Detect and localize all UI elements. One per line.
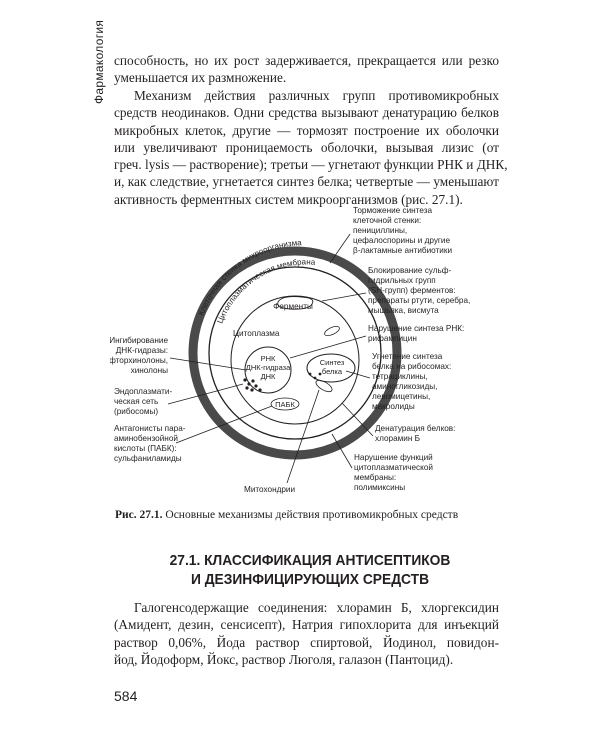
svg-text:β-лактамные антибиотики: β-лактамные антибиотики [353, 246, 452, 255]
section-heading: 27.1. КЛАССИФИКАЦИЯ АНТИСЕПТИКОВ И ДЕЗИН… [126, 551, 494, 589]
label-ribosome-synth: Угнетение синтеза белка на рибосомах: те… [372, 352, 451, 411]
cytoplasm-circle [230, 295, 360, 425]
label-membrane: Нарушение функций цитоплазматической мем… [354, 453, 433, 492]
nucleus-label-dna: ДНК [261, 372, 276, 381]
svg-text:тетрациклины,: тетрациклины, [372, 372, 428, 381]
nucleus-label-rna: РНК [261, 354, 276, 363]
svg-text:мышьяка, висмута: мышьяка, висмута [368, 306, 439, 315]
svg-text:хинолоны: хинолоны [131, 366, 169, 375]
svg-text:Блокирование сульф-: Блокирование сульф- [368, 266, 451, 275]
label-sh-block: Блокирование сульф- гидрильных групп (SH… [368, 266, 470, 315]
label-cell-wall-synth: Торможение синтеза клеточной стенки: пен… [353, 206, 452, 255]
heading-line: И ДЕЗИНФИЦИРУЮЩИХ СРЕДСТВ [190, 571, 430, 588]
svg-text:(рибосомы): (рибосомы) [114, 407, 158, 416]
cell-wall-ring [188, 246, 402, 460]
svg-text:аминогликозиды,: аминогликозиды, [372, 382, 437, 391]
figure-caption: Рис. 27.1. Основные механизмы действия п… [115, 509, 515, 521]
text-line: Механизм действия различных групп против… [134, 88, 499, 103]
paragraph-2: Механизм действия различных групп против… [114, 87, 508, 208]
svg-text:аминобензойной: аминобензойной [114, 434, 178, 443]
text-line: йод, Йодоформ, Йокс, раствор Люголя, гал… [114, 651, 454, 667]
paba-label: ПАБК [275, 400, 295, 409]
text-line: активность ферментных систем микрооргани… [114, 191, 463, 207]
svg-text:белка на рибосомах:: белка на рибосомах: [372, 362, 451, 371]
cytoplasmic-membrane [208, 266, 382, 440]
svg-text:цитоплазматической: цитоплазматической [354, 463, 433, 472]
heading-line: 27.1. КЛАССИФИКАЦИЯ АНТИСЕПТИКОВ [169, 552, 451, 569]
svg-text:Ингибирование: Ингибирование [110, 336, 168, 345]
text-line: или увеличивают проницаемость оболочки, … [114, 139, 499, 155]
svg-text:ДНК-гидразы:: ДНК-гидразы: [116, 346, 168, 355]
page-number: 584 [114, 688, 138, 704]
mitochondria-shape [324, 325, 340, 337]
text-line: уменьшается их размножение. [114, 70, 287, 86]
text-line: микробных клеток, другие — тормозят пост… [114, 122, 499, 138]
nucleus-label-gyrase: ДНК-гидраза [246, 363, 291, 372]
enzymes-label: Ферменты [273, 302, 313, 311]
svg-text:цефалоспорины и другие: цефалоспорины и другие [353, 236, 450, 245]
label-er: Эндоплазмати- ческая сеть (рибосомы) [114, 387, 172, 416]
svg-text:(SH-групп) ферментов:: (SH-групп) ферментов: [368, 286, 456, 295]
paragraph-1: способность, но их рост задерживается, п… [114, 52, 499, 87]
svg-text:сульфаниламиды: сульфаниламиды [114, 454, 182, 463]
text-line: способность, но их рост задерживается, п… [114, 53, 499, 68]
svg-text:мембраны:: мембраны: [354, 473, 396, 482]
text-line: раствор 0,06%, Йода раствор спиртовой, Й… [114, 634, 499, 650]
enzymes-blob [277, 296, 314, 310]
protein-synth-label-2: белка [322, 367, 343, 376]
label-rna-synth: Нарушение синтеза РНК: рифампицин [368, 324, 464, 343]
caption-text: Основные механизмы действия противомикро… [165, 509, 459, 521]
svg-text:хлорамин Б: хлорамин Б [375, 434, 420, 443]
text-line: Галогенсодержащие соединения: хлорамин Б… [134, 600, 499, 615]
svg-text:Денатурация белков:: Денатурация белков: [375, 424, 455, 433]
svg-text:гидрильных групп: гидрильных групп [368, 276, 436, 285]
svg-text:фторхинолоны,: фторхинолоны, [110, 356, 168, 365]
svg-text:ческая сеть: ческая сеть [114, 397, 158, 406]
section-side-tab: Фармакология [92, 19, 106, 104]
svg-text:левомицетины,: левомицетины, [372, 392, 430, 401]
text-line: (Амидент, дезин, сенсисепт), Натрия гипо… [114, 617, 499, 633]
svg-text:Нарушение синтеза РНК:: Нарушение синтеза РНК: [368, 324, 464, 333]
protein-synth-label-1: Синтез [320, 358, 345, 367]
cytoplasm-label: Цитоплазма [233, 329, 280, 338]
label-paba: Антагонисты пара- аминобензойной кислоты… [114, 424, 186, 463]
svg-text:рифампицин: рифампицин [368, 334, 417, 343]
protein-synthesis-oval [306, 353, 356, 383]
caption-label: Рис. 27.1. [115, 509, 163, 521]
svg-text:клеточной стенки:: клеточной стенки: [353, 216, 421, 225]
label-dna-gyrase: Ингибирование ДНК-гидразы: фторхинолоны,… [110, 336, 168, 375]
svg-text:макролиды: макролиды [372, 402, 415, 411]
svg-text:полимиксины: полимиксины [354, 483, 405, 492]
text-line: средств неодинаков. Одни средства вызыва… [114, 105, 499, 121]
svg-text:Антагонисты пара-: Антагонисты пара- [114, 424, 186, 433]
svg-text:кислоты (ПАБК):: кислоты (ПАБК): [114, 444, 177, 453]
paba-oval [270, 397, 300, 411]
svg-text:Митохондрии: Митохондрии [244, 485, 295, 494]
svg-text:Угнетение синтеза: Угнетение синтеза [372, 352, 443, 361]
svg-text:пенициллины,: пенициллины, [353, 226, 407, 235]
paragraph-3: Галогенсодержащие соединения: хлорамин Б… [114, 599, 499, 668]
label-mitochondria: Митохондрии [244, 485, 295, 494]
leader-lines [167, 233, 374, 484]
svg-text:Эндоплазмати-: Эндоплазмати- [114, 387, 172, 396]
svg-text:препараты ртути, серебра,: препараты ртути, серебра, [368, 296, 470, 305]
mechanism-figure: Клеточная стенка микроорганизма Цитоплаз… [110, 198, 510, 498]
svg-text:Нарушение функций: Нарушение функций [354, 453, 433, 462]
text-line: греч. lysis — растворение); третьи — угн… [114, 157, 508, 173]
mechanism-diagram: Клеточная стенка микроорганизма Цитоплаз… [110, 206, 470, 494]
svg-text:Торможение синтеза: Торможение синтеза [353, 206, 432, 215]
mitochondria-shape [315, 379, 333, 393]
ribosome-dots [243, 372, 322, 392]
text-line: и, как следствие, угнетается синтез белк… [114, 174, 499, 190]
label-denaturation: Денатурация белков: хлорамин Б [375, 424, 455, 443]
